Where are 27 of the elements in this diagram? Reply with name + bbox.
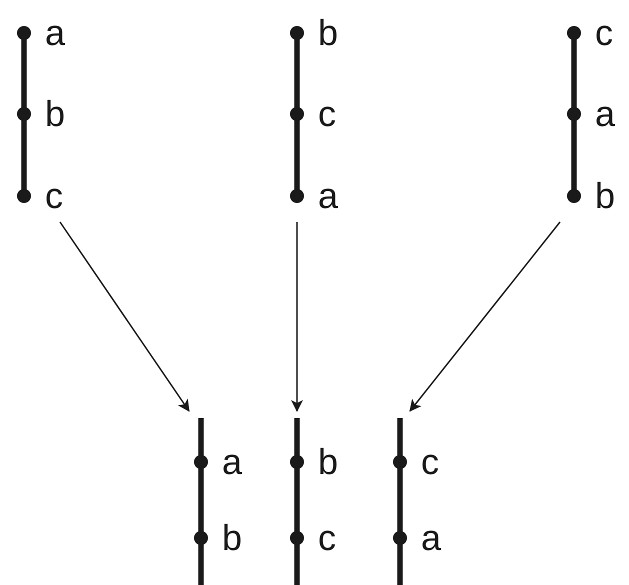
arrow <box>59 222 190 412</box>
vertex-label: b <box>45 92 66 136</box>
vertex-label: b <box>318 11 338 55</box>
arrow <box>291 222 303 412</box>
vertex-label: c <box>45 174 63 218</box>
connecting-line <box>571 120 577 190</box>
connecting-line <box>294 120 300 190</box>
vertex-label: a <box>222 440 242 484</box>
connecting-line <box>21 120 27 190</box>
vertex-label: a <box>318 174 338 218</box>
connecting-line <box>294 39 300 108</box>
connecting-line <box>571 39 577 108</box>
vertex-label: b <box>318 440 338 484</box>
vertex-label: a <box>421 516 442 560</box>
connecting-line <box>21 39 27 108</box>
vertex-label: b <box>595 174 616 218</box>
vertex-label: c <box>318 92 336 136</box>
vertex-label: c <box>421 440 439 484</box>
vertex-label: c <box>595 11 613 55</box>
vertex-label: b <box>222 516 242 560</box>
connecting-line <box>198 468 204 532</box>
arrow <box>409 222 561 412</box>
connecting-line <box>294 468 300 532</box>
connecting-line <box>397 468 403 532</box>
vertex-label: a <box>45 11 66 55</box>
vertex-label: c <box>318 516 336 560</box>
vertex-label: a <box>595 92 616 136</box>
